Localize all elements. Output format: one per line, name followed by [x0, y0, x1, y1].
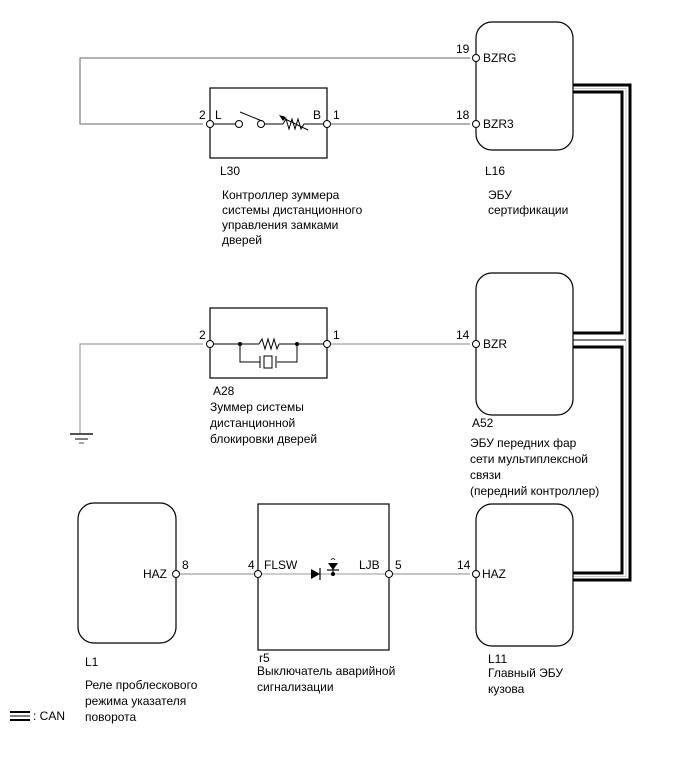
l16-description-line-2: сертификации: [488, 203, 568, 217]
r5-pin-4-signal: FLSW: [264, 558, 298, 572]
a52-pin-14-number: 14: [456, 328, 470, 342]
r5-pin-5-number: 5: [395, 558, 402, 572]
can-line-icon: [10, 711, 30, 721]
l16-pin-19-number: 19: [456, 42, 470, 56]
a52-description-line-3: связи: [470, 468, 501, 482]
r5-pin-5-signal: LJB: [359, 558, 380, 572]
l30-pin-2-number: 2: [199, 108, 206, 122]
l30-pin-1-signal: B: [313, 108, 321, 122]
l30-box[interactable]: [209, 87, 328, 159]
l1-pin-8-terminal: [172, 570, 180, 578]
resistor-icon: [258, 337, 280, 351]
l16-pin-19-terminal: [472, 54, 480, 62]
a28-code: A28: [213, 384, 235, 398]
l11-code: L11: [488, 652, 507, 666]
a28-description-line-3: блокировки дверей: [210, 432, 317, 446]
a28-pin-1-terminal: [323, 340, 331, 348]
l1-description-line-3: поворота: [85, 710, 137, 724]
l1-pin-8-signal: HAZ: [143, 567, 167, 581]
l30-description-line-2: системы дистанционного: [222, 203, 363, 217]
l1-description-line-2: режима указателя: [85, 694, 186, 708]
r5-pin-4-terminal: [254, 570, 262, 578]
component-l16[interactable]: 19 BZRG 18 BZR3 L16 ЭБУ сертификации: [456, 21, 574, 217]
a28-pin-1-number: 1: [333, 328, 340, 342]
l1-description-line-1: Реле проблескового: [85, 678, 198, 692]
a52-description-line-4: (передний контроллер): [470, 484, 599, 498]
a28-pin-2-number: 2: [199, 328, 206, 342]
ground-icon: [70, 433, 93, 444]
l30-pin-1-number: 1: [333, 108, 340, 122]
l11-description-line-2: кузова: [488, 682, 525, 696]
diode-icon: [311, 568, 321, 580]
a52-pin-14-signal: BZR: [483, 337, 507, 351]
l16-pin-19-signal: BZRG: [483, 51, 516, 65]
legend: : CAN: [10, 709, 65, 723]
l11-pin-14-terminal: [472, 570, 480, 578]
l1-pin-8-number: 8: [182, 558, 189, 572]
l1-code: L1: [85, 655, 99, 669]
l16-pin-18-number: 18: [456, 108, 470, 122]
l30-description-line-4: дверей: [222, 233, 262, 247]
buzzer-icon: [259, 355, 277, 369]
r5-description-line-1: Выключатель аварийной: [257, 664, 395, 678]
r5-box[interactable]: [257, 503, 390, 651]
l16-box[interactable]: [475, 21, 574, 151]
a28-description-line-2: дистанционной: [210, 416, 295, 430]
l11-description-line-1: Главный ЭБУ: [488, 666, 563, 680]
l30-pin-1-terminal: [323, 120, 331, 128]
led-indicator-icon: [327, 558, 339, 576]
legend-can-label: : CAN: [33, 709, 65, 723]
l30-description-line-1: Контроллер зуммера: [222, 188, 340, 202]
l11-pin-14-signal: HAZ: [482, 567, 506, 581]
l30-pin-2-signal: L: [215, 108, 222, 122]
a52-pin-14-terminal: [472, 340, 480, 348]
r5-pin-5-terminal: [385, 570, 393, 578]
a52-code: A52: [472, 416, 494, 430]
a52-description-line-2: сети мультиплексной: [470, 452, 588, 466]
l30-code: L30: [220, 164, 240, 178]
l16-pin-18-signal: BZR3: [483, 117, 514, 131]
component-a52[interactable]: 14 BZR A52 ЭБУ передних фар сети мультип…: [456, 272, 599, 498]
l16-code: L16: [485, 164, 505, 178]
r5-code: r5: [259, 651, 270, 665]
a52-description-line-1: ЭБУ передних фар: [470, 436, 577, 450]
wire-bzrg-to-l30-l: [79, 57, 470, 125]
l16-description-line-1: ЭБУ: [488, 188, 512, 202]
r5-pin-4-number: 4: [248, 558, 255, 572]
component-r5[interactable]: 4 FLSW LJB 5 r5 Выключатель аварийной си…: [248, 503, 402, 694]
l30-description-line-3: управления замками: [222, 218, 338, 232]
variable-resistor-icon: [279, 115, 309, 131]
wire-a28-ground: [79, 343, 203, 434]
component-a28[interactable]: 2 1 A28 Зуммер системы дистанционной бло…: [199, 307, 340, 446]
component-l1[interactable]: HAZ 8 L1 Реле проблескового режима указа…: [77, 502, 198, 724]
can-bus: [573, 83, 632, 582]
switch-icon: [235, 111, 265, 128]
a28-pin-2-terminal: [206, 340, 214, 348]
a28-description-line-1: Зуммер системы: [210, 400, 304, 414]
l16-pin-18-terminal: [472, 120, 480, 128]
l30-pin-2-terminal: [206, 120, 214, 128]
component-l11[interactable]: 14 HAZ L11 Главный ЭБУ кузова: [457, 503, 574, 696]
l11-pin-14-number: 14: [457, 558, 471, 572]
component-l30[interactable]: 2 L B 1 L30 Контроллер зуммера системы д…: [199, 87, 363, 247]
r5-description-line-2: сигнализации: [257, 680, 334, 694]
